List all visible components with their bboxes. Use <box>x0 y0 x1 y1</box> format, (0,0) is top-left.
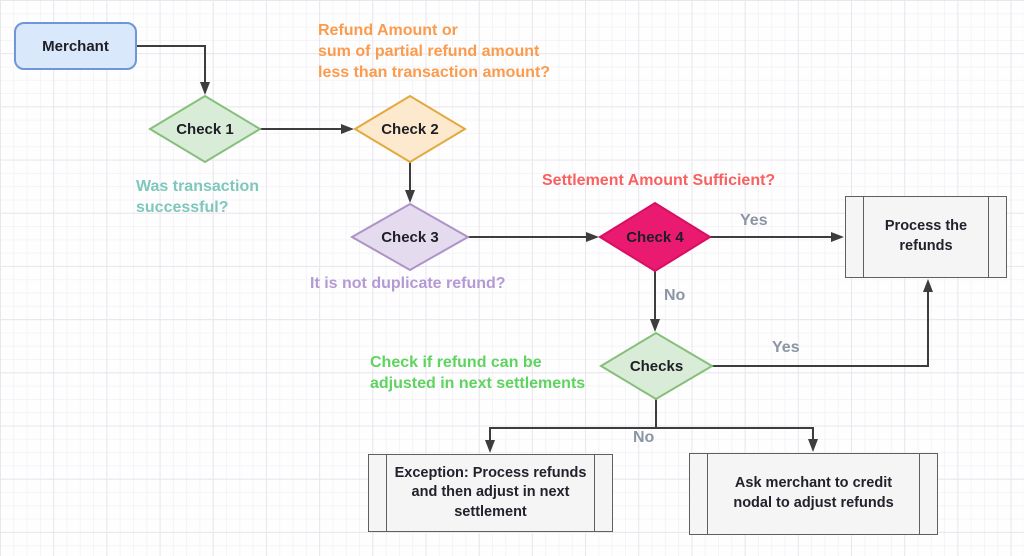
node-check-2 <box>353 94 467 164</box>
edge-checks-process-yes <box>712 279 933 367</box>
node-merchant: Merchant <box>14 22 137 70</box>
node-process-refunds: Process the refunds <box>845 196 1007 278</box>
node-check-1 <box>148 94 262 164</box>
node-exception-adjust: Exception: Process refunds and then adju… <box>368 454 613 532</box>
edge-merchant-check1 <box>137 45 210 95</box>
node-ask-merchant: Ask merchant to credit nodal to adjust r… <box>689 453 938 535</box>
node-checks <box>599 331 714 401</box>
edge-checks-ask-merchant <box>656 427 818 452</box>
edge-checks-exception <box>485 427 656 453</box>
node-check-4 <box>598 201 712 273</box>
node-check-3 <box>349 202 471 272</box>
